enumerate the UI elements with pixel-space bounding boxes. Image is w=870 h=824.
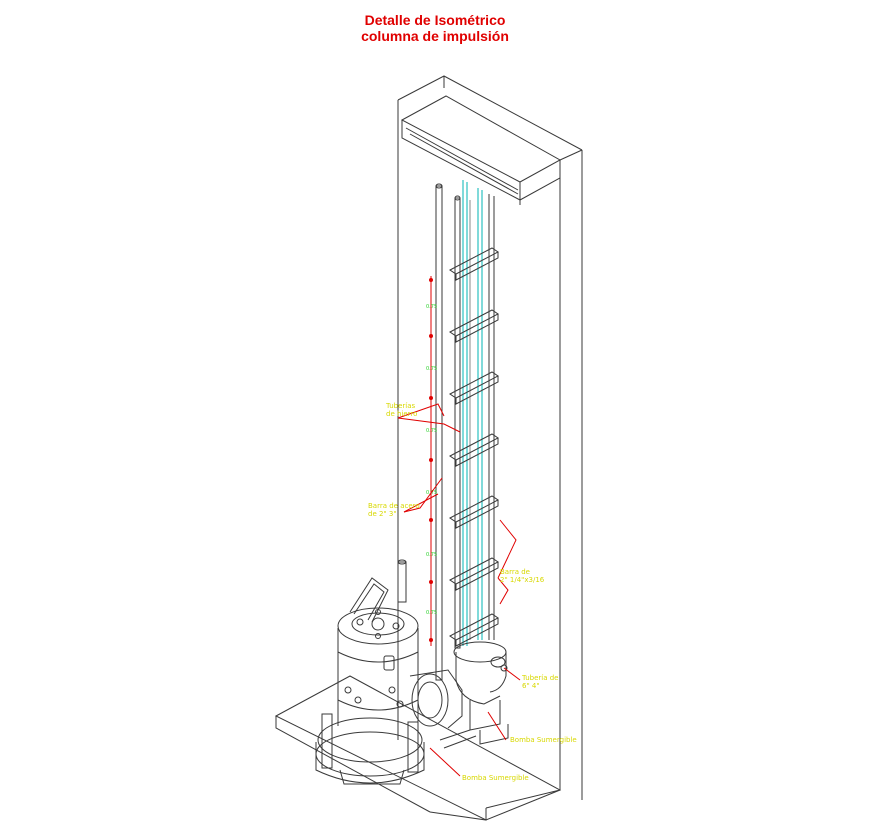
rod-markers (429, 276, 433, 646)
support-brackets (449, 247, 499, 647)
callout-label-a-line1: Tuberías (385, 402, 416, 410)
submersible-pump (315, 559, 425, 785)
bracket (449, 247, 499, 281)
callout-label-f: Bomba Sumergible (462, 774, 529, 782)
callout-leaders (397, 403, 521, 777)
callout-label-d-line1: Tubería de (521, 674, 559, 682)
callout-labels: Tuberías de hierro Barra de acero de 2" … (368, 402, 577, 782)
wall-structure (397, 75, 583, 800)
dimension-mark: 0.75 (426, 304, 437, 310)
dimension-mark: 0.75 (426, 428, 437, 434)
callout-label-b-line1: Barra de acero (368, 502, 420, 510)
dimension-mark: 0.75 (426, 610, 437, 616)
callout-label-d-line2: 6" 4" (522, 682, 540, 690)
bracket (449, 557, 499, 591)
title-line-1: Detalle de Isométrico (364, 12, 506, 28)
callout-label-c-line2: 2" 1/4"x3/16 (500, 576, 545, 584)
bracket (449, 495, 499, 529)
column-pipes (435, 180, 495, 681)
drawing-title: Detalle de Isométrico columna de impulsi… (0, 12, 870, 44)
callout-label-e: Bomba Sumergible (510, 736, 577, 744)
callout-label-b-line2: de 2" 3" (368, 510, 397, 518)
title-line-2: columna de impulsión (361, 28, 509, 44)
callout-label-c-line1: Barra de (500, 568, 530, 576)
bracket (449, 433, 499, 467)
bracket (449, 371, 499, 405)
dimension-mark: 0.75 (426, 366, 437, 372)
discharge-fittings (409, 641, 509, 749)
dimension-mark: 0.75 (426, 552, 437, 558)
bracket (449, 613, 499, 647)
callout-label-a-line2: de hierro (386, 410, 417, 418)
bracket (449, 309, 499, 343)
